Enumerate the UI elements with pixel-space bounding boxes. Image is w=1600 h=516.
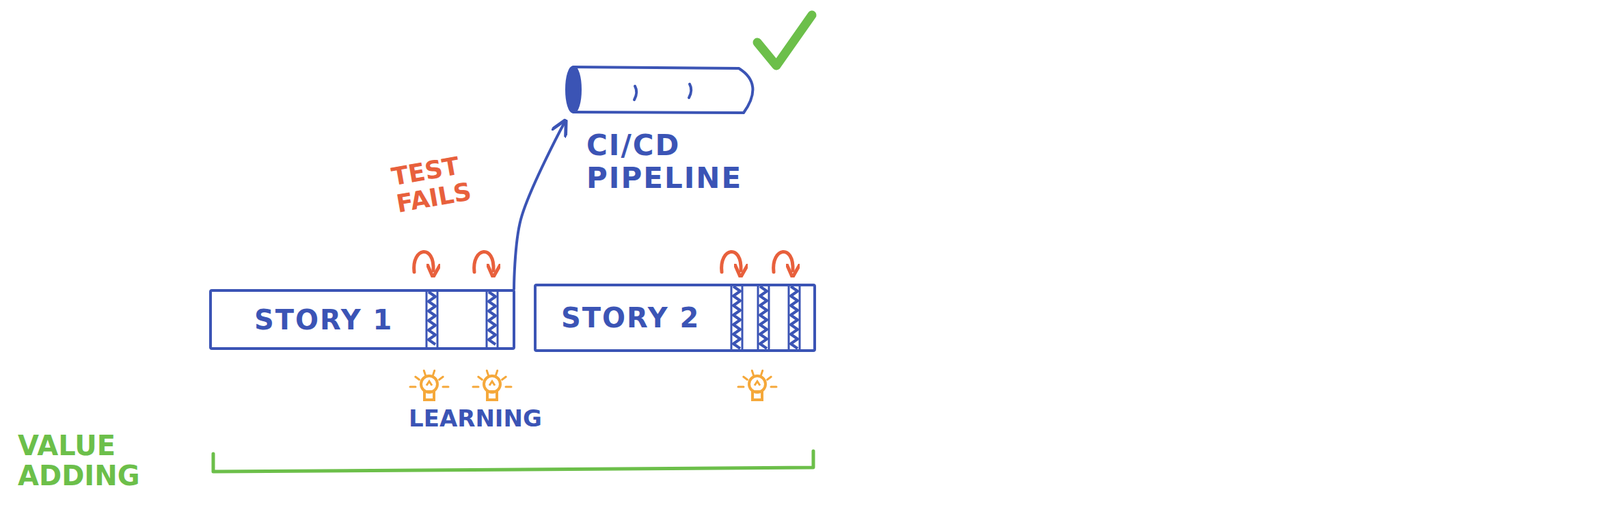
learning-bulbs	[410, 370, 777, 400]
stripe-edge	[485, 291, 488, 348]
story-title: STORY 2	[561, 302, 700, 333]
lightbulb	[410, 370, 449, 400]
test-fail-arrows	[414, 251, 793, 273]
fail-arrow	[474, 251, 494, 273]
stripe-edge	[496, 291, 499, 348]
stripe-wave	[760, 286, 767, 349]
pipeline-label: CI/CD PIPELINE	[586, 129, 765, 196]
lightbulb	[472, 370, 512, 400]
pipeline-cylinder: CI/CD PIPELINE	[564, 63, 770, 196]
value-adding-note: VALUE ADDING	[17, 430, 162, 491]
deploy-arrow	[513, 122, 565, 290]
fail-arrow	[773, 251, 793, 273]
stripe-wave	[790, 286, 798, 349]
stripe-edge	[741, 286, 744, 350]
fail-arrow	[414, 251, 434, 273]
stripe-wave	[428, 291, 436, 345]
stripe-wave	[488, 291, 496, 345]
lightbulb	[738, 370, 777, 400]
stripe-edge	[425, 291, 428, 348]
stripe-edge	[768, 286, 771, 350]
stripe-wave	[733, 286, 741, 349]
learning-note: LEARNING	[408, 405, 614, 432]
story-box: STORY 1	[209, 289, 516, 350]
stripe-edge	[436, 291, 439, 348]
value-bracket	[213, 451, 814, 472]
check-mark	[757, 15, 812, 66]
fail-arrow	[721, 251, 741, 273]
test-fail-stripes	[426, 286, 800, 350]
test-fails-note: TEST FAILS	[389, 144, 507, 218]
story-box: STORY 2	[533, 283, 817, 352]
story-title: STORY 1	[254, 304, 393, 335]
cylinder-outline	[564, 63, 770, 119]
stripe-edge	[798, 286, 802, 350]
